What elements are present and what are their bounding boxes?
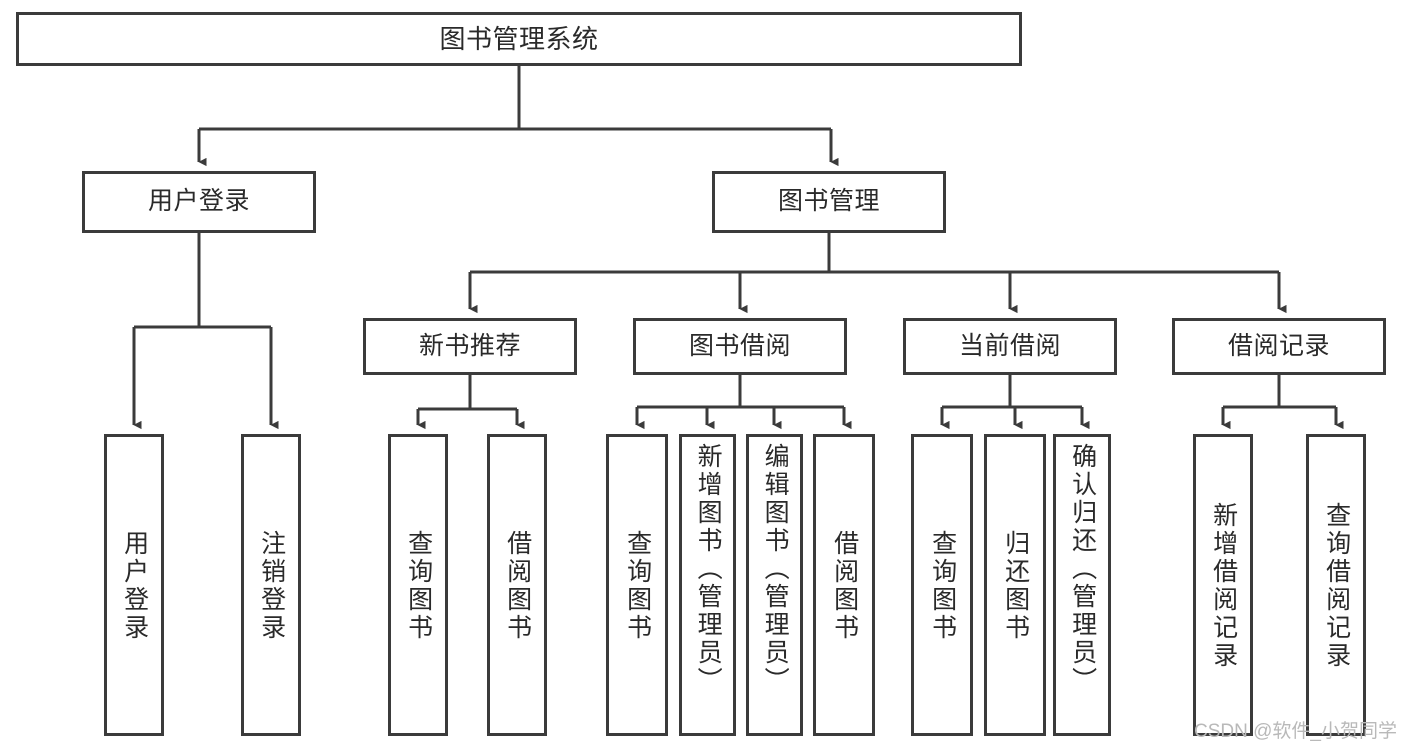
- node-leaf-query-book-recommend[interactable]: 查询图书: [388, 434, 448, 736]
- node-leaf-query-book-borrow-label: 查询图书: [623, 530, 652, 642]
- node-leaf-add-borrow-record[interactable]: 新增借阅记录: [1193, 434, 1253, 736]
- node-current-borrow-label: 当前借阅: [958, 331, 1061, 360]
- node-leaf-return-book[interactable]: 归还图书: [984, 434, 1046, 736]
- node-leaf-borrow-book-recommend[interactable]: 借阅图书: [487, 434, 547, 736]
- node-leaf-add-book[interactable]: 新增图书（管理员）: [679, 434, 736, 736]
- node-leaf-return-book-label: 归还图书: [1001, 530, 1030, 642]
- node-leaf-query-borrow-record[interactable]: 查询借阅记录: [1306, 434, 1366, 736]
- node-leaf-query-book-current-label: 查询图书: [928, 530, 957, 642]
- node-leaf-query-borrow-record-label: 查询借阅记录: [1322, 502, 1351, 670]
- node-leaf-user-logout[interactable]: 注销登录: [241, 434, 301, 736]
- node-current-borrow[interactable]: 当前借阅: [903, 318, 1117, 375]
- node-leaf-borrow-book-label: 借阅图书: [830, 530, 859, 642]
- node-leaf-borrow-book[interactable]: 借阅图书: [813, 434, 875, 736]
- node-leaf-add-book-label: 新增图书（管理员）: [694, 443, 723, 695]
- node-book-borrow-label: 图书借阅: [688, 331, 791, 360]
- node-new-book-recommend-label: 新书推荐: [418, 331, 521, 360]
- node-leaf-query-book-recommend-label: 查询图书: [404, 530, 433, 642]
- node-leaf-user-logout-label: 注销登录: [257, 530, 286, 642]
- node-leaf-user-login-label: 用户登录: [120, 530, 149, 642]
- csdn-watermark: CSDN @软件_小贺同学: [1194, 721, 1397, 742]
- node-new-book-recommend[interactable]: 新书推荐: [363, 318, 577, 375]
- node-book-management-label: 图书管理: [777, 187, 880, 216]
- node-leaf-confirm-return-label: 确认归还（管理员）: [1068, 443, 1097, 695]
- node-leaf-query-book-borrow[interactable]: 查询图书: [606, 434, 668, 736]
- node-leaf-add-borrow-record-label: 新增借阅记录: [1209, 502, 1238, 670]
- node-leaf-confirm-return[interactable]: 确认归还（管理员）: [1053, 434, 1111, 736]
- node-borrow-records-label: 借阅记录: [1227, 331, 1330, 360]
- node-book-management[interactable]: 图书管理: [712, 171, 946, 233]
- node-leaf-query-book-current[interactable]: 查询图书: [911, 434, 973, 736]
- node-leaf-user-login[interactable]: 用户登录: [104, 434, 164, 736]
- node-leaf-edit-book[interactable]: 编辑图书（管理员）: [746, 434, 803, 736]
- node-root-label: 图书管理系统: [439, 23, 599, 54]
- node-user-login[interactable]: 用户登录: [82, 171, 316, 233]
- node-leaf-borrow-book-recommend-label: 借阅图书: [503, 530, 532, 642]
- node-root[interactable]: 图书管理系统: [16, 12, 1022, 66]
- node-user-login-label: 用户登录: [147, 187, 250, 216]
- node-borrow-records[interactable]: 借阅记录: [1172, 318, 1386, 375]
- node-leaf-edit-book-label: 编辑图书（管理员）: [761, 443, 790, 695]
- node-book-borrow[interactable]: 图书借阅: [633, 318, 847, 375]
